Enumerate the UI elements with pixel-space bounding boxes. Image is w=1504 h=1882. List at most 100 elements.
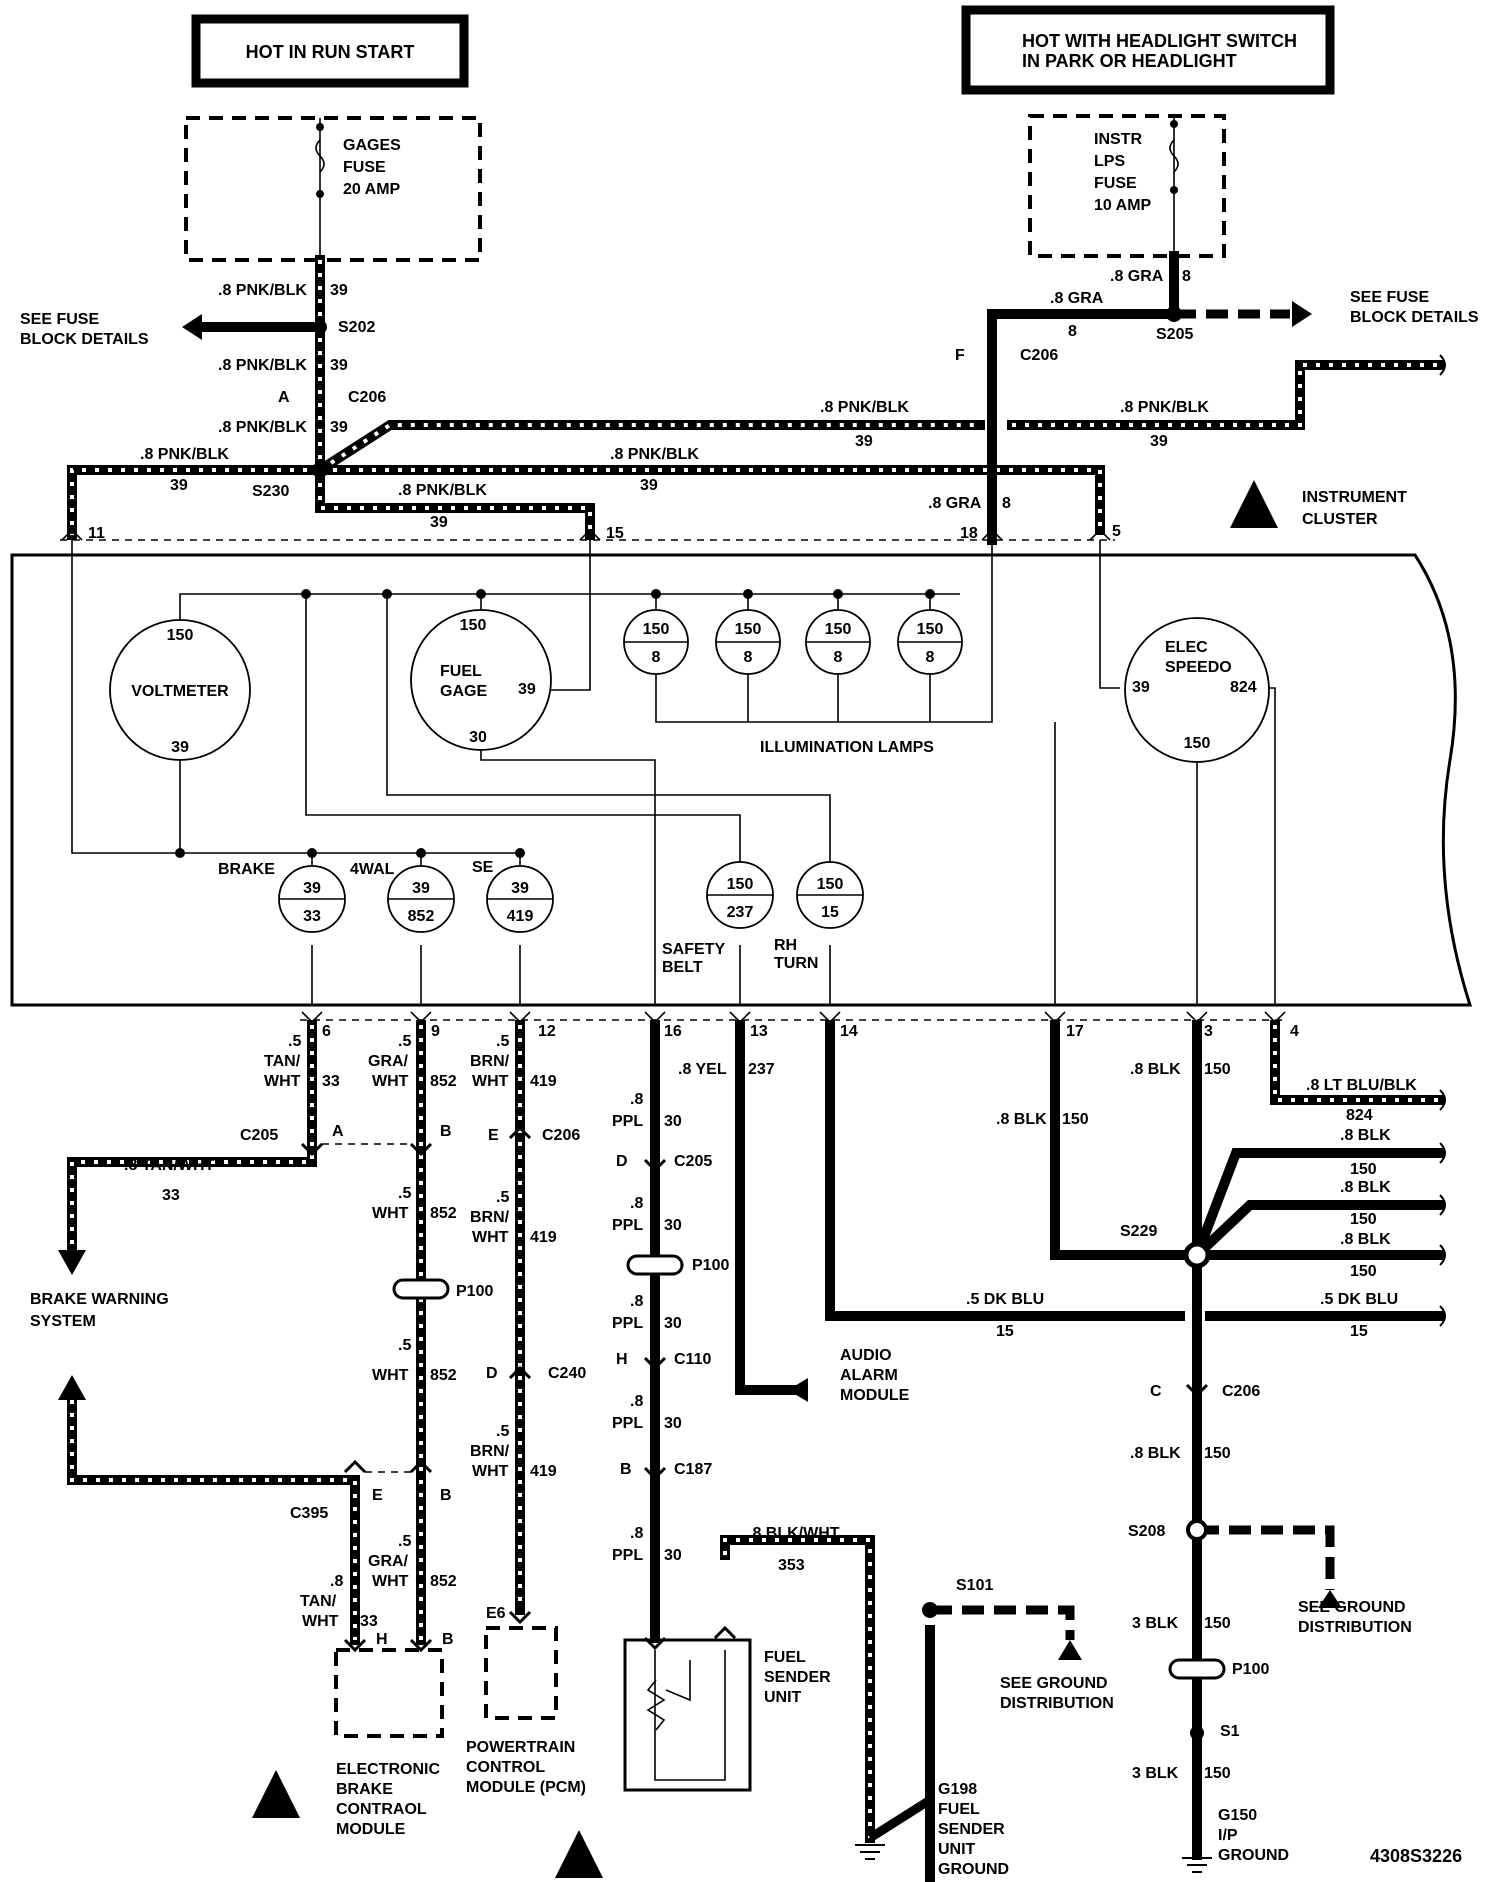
circuit-label: 419 <box>530 1073 557 1090</box>
wire-label: .8 PNK/BLK <box>820 399 909 416</box>
component-label: BRAKE <box>336 1781 393 1798</box>
circuit-label: 30 <box>664 1315 682 1332</box>
component-label: SENDER <box>938 1821 1005 1838</box>
indicator-label: SE <box>472 859 494 876</box>
illumination-lamp: 150 8 <box>715 609 781 675</box>
indicator-circuit: 33 <box>303 908 321 925</box>
pin-label: 6 <box>322 1023 331 1040</box>
circuit-label: 30 <box>664 1217 682 1234</box>
gauge-circuit: 824 <box>1230 679 1257 696</box>
pin-label: 11 <box>88 525 105 542</box>
component-label: CONTROL <box>466 1759 545 1776</box>
gages-fuse-name: GAGES <box>343 137 401 154</box>
wire-label: WHT <box>472 1229 509 1246</box>
wire-label: WHT <box>472 1073 509 1090</box>
ref-label: SEE FUSE <box>1350 289 1429 306</box>
wire-label: .8 <box>630 1195 643 1212</box>
p100-grommet <box>626 1254 684 1276</box>
indicator-se: 39 419 SE <box>472 859 554 933</box>
circuit-label: 150 <box>1204 1615 1231 1632</box>
lamp-circuit: 150 <box>825 621 852 638</box>
indicator-4wal: 39 852 4WAL <box>350 861 455 933</box>
wire-label: .5 DK BLU <box>966 1291 1044 1308</box>
circuit-label: 824 <box>1346 1107 1373 1124</box>
gauge-circuit: 150 <box>1184 735 1211 752</box>
wire-label: WHT <box>472 1463 509 1480</box>
component-label: GROUND <box>1218 1847 1289 1864</box>
power-label-headlight-2: IN PARK OR HEADLIGHT <box>1022 51 1237 71</box>
component-label: GROUND <box>938 1861 1009 1878</box>
indicator-circuit: 150 <box>817 876 844 893</box>
component-label: MODULE <box>336 1821 406 1838</box>
circuit-label: 150 <box>1350 1161 1377 1178</box>
pin-label: A <box>278 389 290 406</box>
pin-label: E6 <box>486 1605 506 1622</box>
connector-label: S230 <box>252 483 289 500</box>
connector-label: C206 <box>348 389 386 406</box>
wire-label: WHT <box>372 1073 409 1090</box>
pin-label: D <box>616 1153 628 1170</box>
wire-label: PPL <box>612 1547 643 1564</box>
pin-label: B <box>442 1631 454 1648</box>
wire-label: .8 TAN/WHT <box>124 1157 215 1174</box>
cluster-outline <box>10 553 1473 1007</box>
pin-label: 16 <box>664 1023 682 1040</box>
wire-label: .5 <box>496 1423 509 1440</box>
indicator-label: RH <box>774 937 797 954</box>
top-wire-labels: .8 PNK/BLK 39 .8 PNK/BLK 39 .8 PNK/BLK 3… <box>140 268 1209 531</box>
wire-label: .8 <box>630 1393 643 1410</box>
brake-warning-system: BRAKE WARNING SYSTEM <box>30 1291 169 1330</box>
lamp-circuit: 150 <box>917 621 944 638</box>
pnk-blk-network <box>67 255 1446 540</box>
component-label: POWERTRAIN <box>466 1739 575 1756</box>
wire-label: .8 PNK/BLK <box>610 446 699 463</box>
pin-label: 5 <box>1112 523 1121 540</box>
wire-label: .5 <box>288 1033 301 1050</box>
wire-label: .8 PNK/BLK <box>398 482 487 499</box>
wire-label: PPL <box>612 1113 643 1130</box>
connector-label: P100 <box>456 1283 493 1300</box>
circuit-label: 30 <box>664 1547 682 1564</box>
circuit-label: 150 <box>1204 1061 1231 1078</box>
circuit-label: 8 <box>1068 323 1077 340</box>
pin-label: 13 <box>750 1023 768 1040</box>
circuit-label: 30 <box>664 1113 682 1130</box>
connector-label: S208 <box>1128 1523 1165 1540</box>
wire-label: .8 BLK <box>1130 1061 1181 1078</box>
circuit-label: 15 <box>1350 1323 1368 1340</box>
lower-wire-labels: .5 TAN/ WHT 33 C205 A B .8 TAN/WHT 33 .5… <box>124 1033 1417 1782</box>
indicator-label: 4WAL <box>350 861 395 878</box>
connector-label: S202 <box>338 319 375 336</box>
connector-label: S205 <box>1156 326 1193 343</box>
ref-label: BLOCK DETAILS <box>1350 309 1479 326</box>
indicator-safety-belt: 150 237 SAFETY BELT <box>662 861 774 976</box>
connector-label: C205 <box>674 1153 712 1170</box>
lamp-circuit: 150 <box>735 621 762 638</box>
instr-lps-fuse: INSTR LPS FUSE 10 AMP <box>1028 114 1226 258</box>
fuse-block-ref-left: SEE FUSE BLOCK DETAILS <box>20 311 149 348</box>
wire-label: BRN/ <box>470 1209 510 1226</box>
gauge-name: VOLTMETER <box>131 683 229 700</box>
indicator-rh-turn: 150 15 RH TURN <box>774 861 864 972</box>
wire-label: .8 GRA <box>1050 290 1104 307</box>
component-label: DISTRIBUTION <box>1000 1695 1114 1712</box>
wire-label: .8 PNK/BLK <box>218 357 307 374</box>
circuit-label: 8 <box>1182 268 1191 285</box>
wire-label: PPL <box>612 1315 643 1332</box>
wire-label: .5 <box>398 1533 411 1550</box>
circuit-label: 39 <box>330 282 348 299</box>
ground-distribution-ref-1: SEE GROUND DISTRIBUTION <box>1000 1675 1114 1712</box>
fuel-gage-gauge: 150 FUEL GAGE 39 30 <box>410 609 552 751</box>
wire-label: .8 <box>630 1525 643 1542</box>
component-label: I/P <box>1218 1827 1238 1844</box>
pin-label: A <box>332 1123 344 1140</box>
circuit-label: 8 <box>1002 495 1011 512</box>
wire-label: .8 PNK/BLK <box>218 282 307 299</box>
pin-label: B <box>440 1123 452 1140</box>
wire-label: .5 DK BLU <box>1320 1291 1398 1308</box>
component-label: FUEL <box>938 1801 980 1818</box>
wire-label: .8 BLK <box>1340 1231 1391 1248</box>
wire-label: .8 BLK <box>996 1111 1047 1128</box>
pin-label: D <box>486 1365 498 1382</box>
circuit-label: 150 <box>1204 1445 1231 1462</box>
